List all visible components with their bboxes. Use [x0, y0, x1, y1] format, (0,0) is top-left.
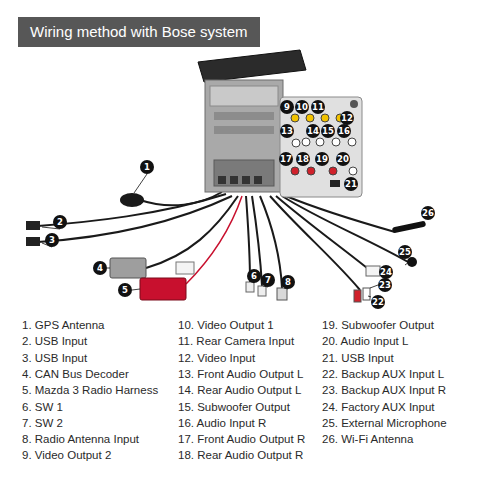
part-list-item: 26. Wi-Fi Antenna — [322, 432, 413, 446]
callout-number: 20 — [336, 152, 350, 166]
part-list-item: 23. Backup AUX Input R — [322, 383, 446, 397]
callout-number: 19 — [315, 152, 329, 166]
part-list-item: 24. Factory AUX Input — [322, 400, 435, 414]
callout-number: 15 — [321, 124, 335, 138]
callout-number: 17 — [279, 152, 293, 166]
callout-number: 22 — [371, 295, 385, 309]
part-list-item: 2. USB Input — [22, 334, 87, 348]
callout-number: 12 — [340, 111, 354, 125]
part-list-item: 19. Subwoofer Output — [322, 318, 434, 332]
callout-number: 18 — [296, 152, 310, 166]
callout-number: 16 — [337, 124, 351, 138]
part-list-item: 7. SW 2 — [22, 416, 63, 430]
part-list-item: 20. Audio Input L — [322, 334, 408, 348]
callout-number: 3 — [45, 233, 59, 247]
part-list-item: 15. Subwoofer Output — [178, 400, 290, 414]
part-list-item: 18. Rear Audio Output R — [178, 448, 303, 462]
callout-number: 5 — [118, 283, 132, 297]
callout-number: 24 — [379, 265, 393, 279]
callout-number: 7 — [261, 273, 275, 287]
callout-number: 2 — [53, 215, 67, 229]
part-list-item: 16. Audio Input R — [178, 416, 266, 430]
part-list-item: 3. USB Input — [22, 351, 87, 365]
part-list-item: 6. SW 1 — [22, 400, 63, 414]
callout-number: 26 — [421, 206, 435, 220]
callout-number: 21 — [344, 177, 358, 191]
part-list-item: 25. External Microphone — [322, 416, 447, 430]
callout-number: 25 — [398, 245, 412, 259]
callout-number: 14 — [306, 124, 320, 138]
callout-number: 8 — [281, 275, 295, 289]
part-list-item: 13. Front Audio Output L — [178, 367, 303, 381]
part-list-item: 17. Front Audio Output R — [178, 432, 305, 446]
part-list-item: 9. Video Output 2 — [22, 448, 111, 462]
part-list-item: 8. Radio Antenna Input — [22, 432, 139, 446]
callout-number: 6 — [247, 269, 261, 283]
title-band: Wiring method with Bose system — [18, 17, 260, 47]
part-list-item: 1. GPS Antenna — [22, 318, 104, 332]
part-list-item: 21. USB Input — [322, 351, 394, 365]
part-list-item: 14. Rear Audio Output L — [178, 383, 301, 397]
callout-number: 1 — [140, 160, 154, 174]
callout-number: 13 — [280, 124, 294, 138]
callout-number: 11 — [311, 100, 325, 114]
part-list-item: 12. Video Input — [178, 351, 255, 365]
part-list-item: 5. Mazda 3 Radio Harness — [22, 383, 158, 397]
part-list-item: 4. CAN Bus Decoder — [22, 367, 129, 381]
part-list-item: 22. Backup AUX Input L — [322, 367, 444, 381]
callout-number: 9 — [280, 100, 294, 114]
callout-number: 23 — [378, 278, 392, 292]
part-list-item: 11. Rear Camera Input — [178, 334, 294, 348]
callout-number: 4 — [93, 261, 107, 275]
callout-number: 10 — [295, 100, 309, 114]
part-list-item: 10. Video Output 1 — [178, 318, 274, 332]
